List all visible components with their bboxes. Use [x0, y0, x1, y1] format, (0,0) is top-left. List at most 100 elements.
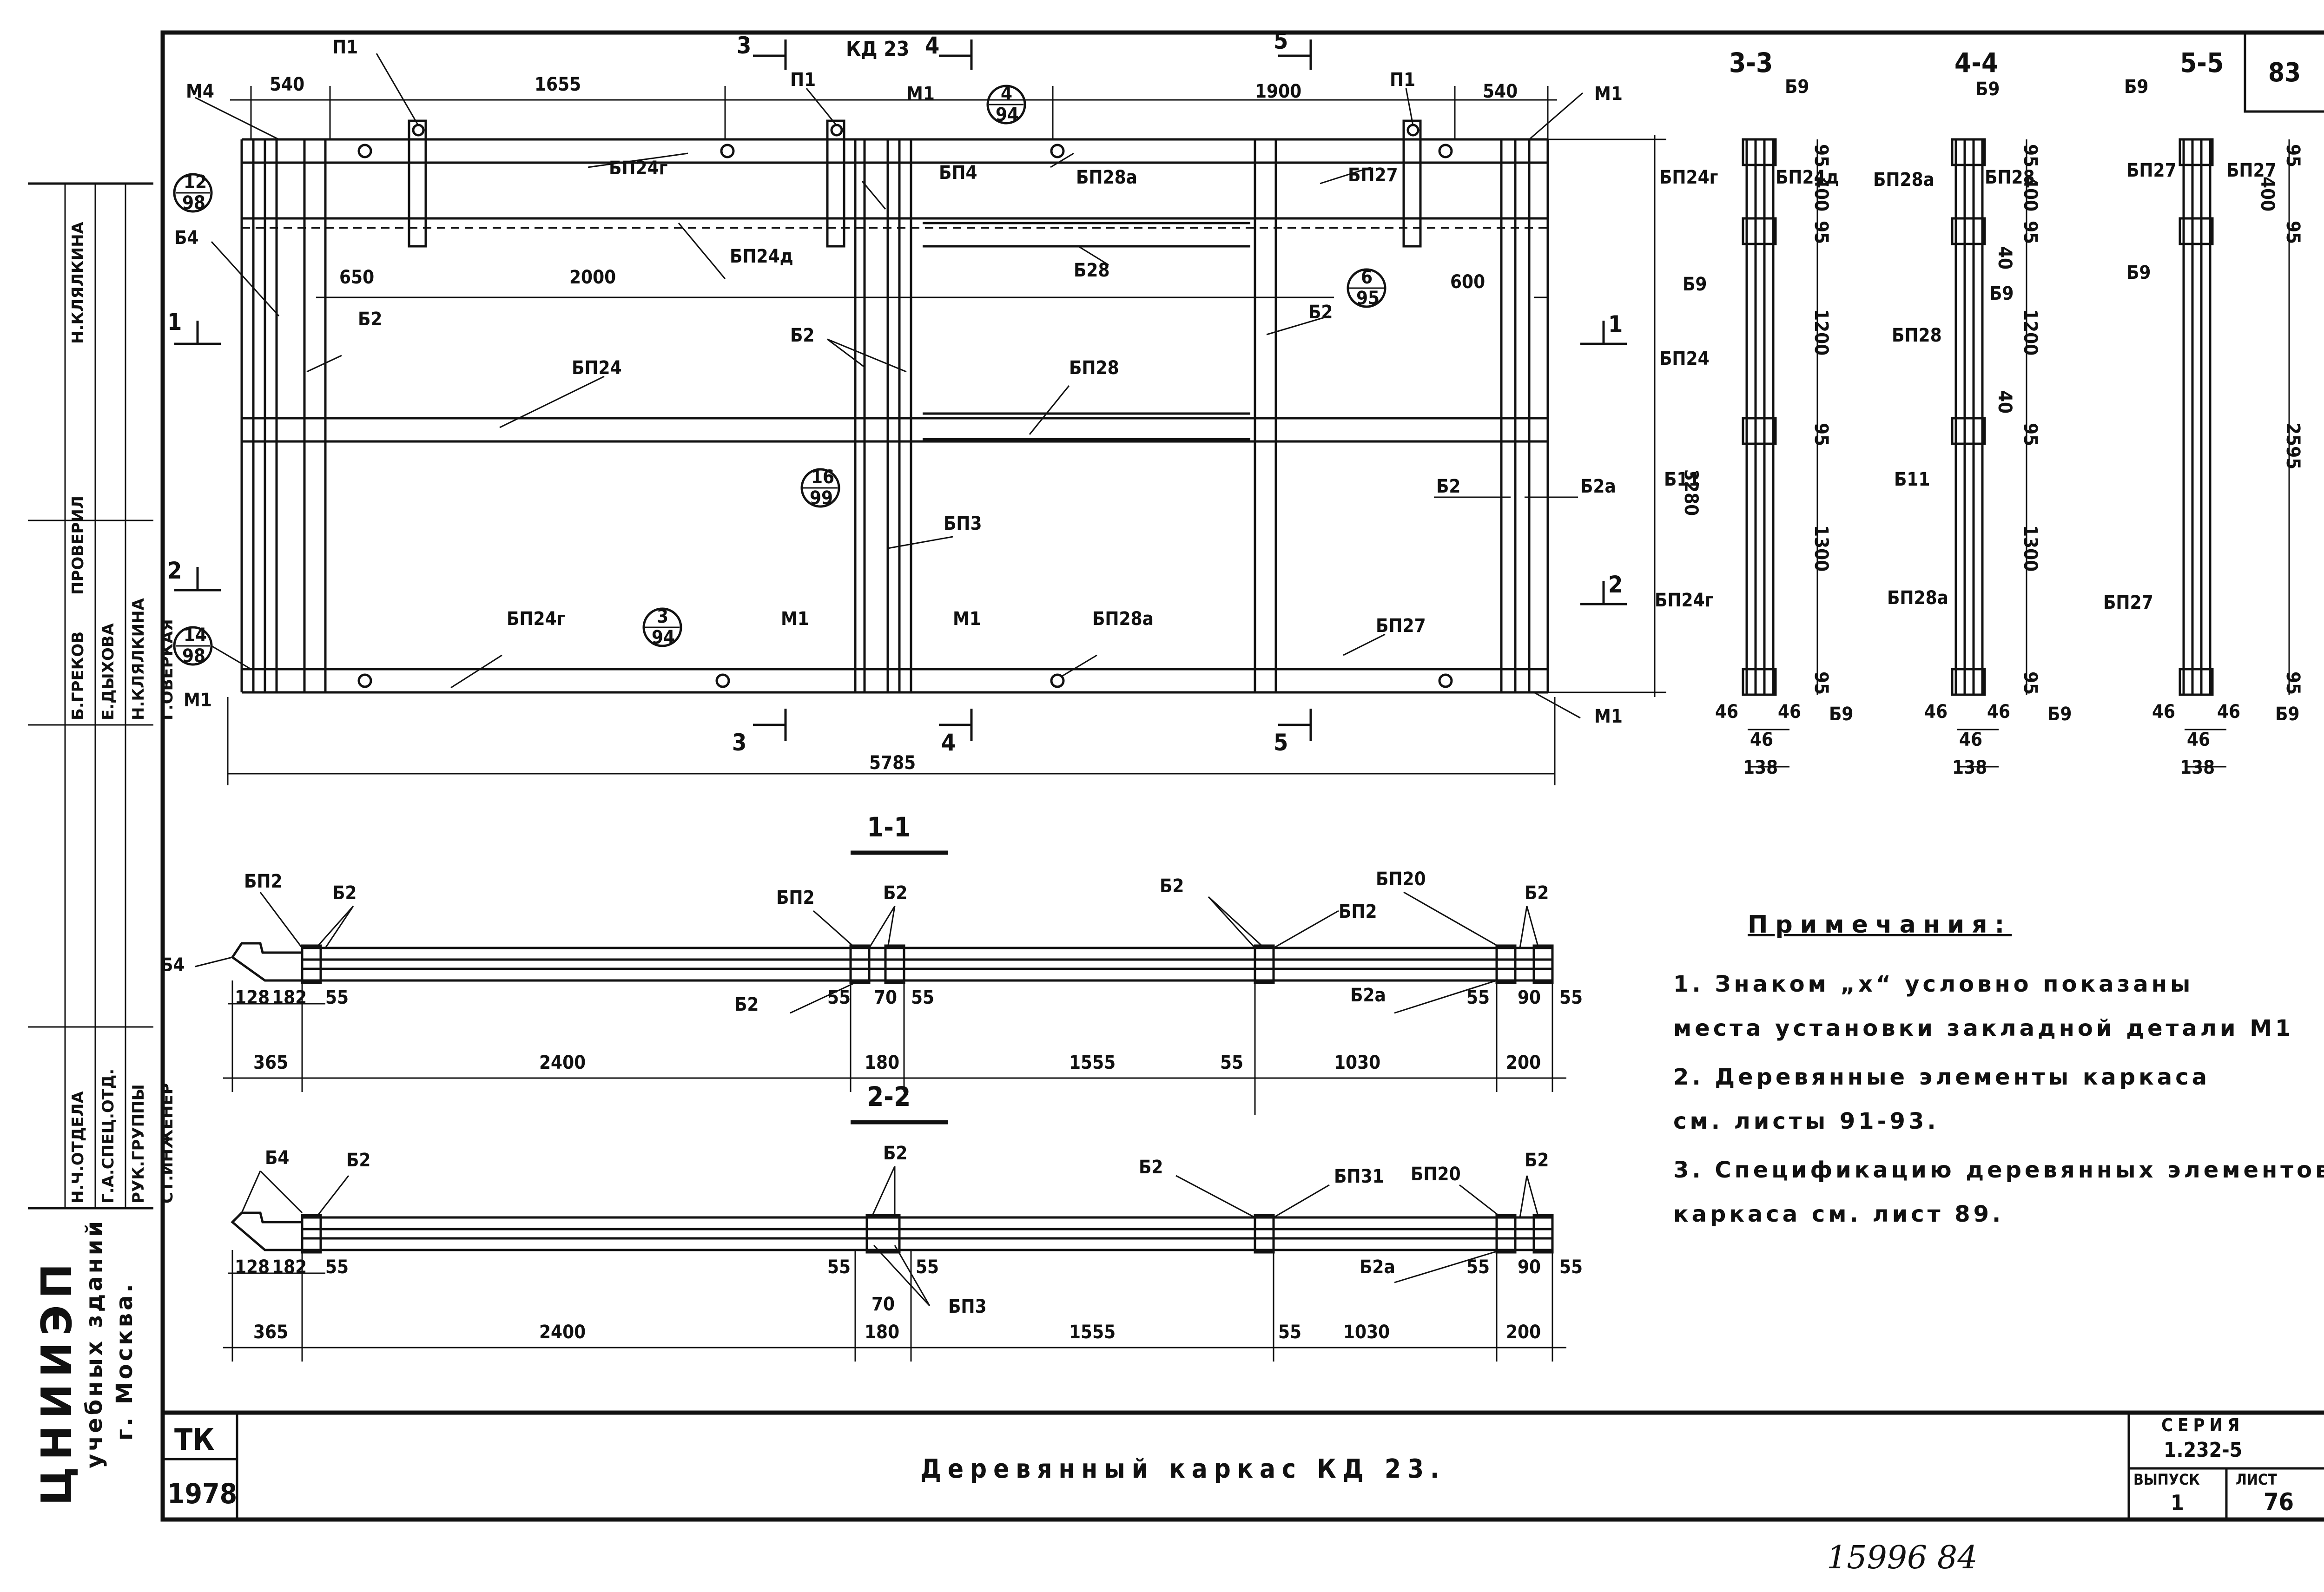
sec11-bp20: БП20: [1376, 868, 1426, 890]
label-p1b: П1: [790, 69, 816, 91]
sec5-b9-bottom: Б9: [2275, 704, 2299, 725]
sec4-bp28a-bottom: БП28а: [1887, 587, 1948, 609]
cut-mark-3-bottom: 3: [732, 729, 746, 756]
org-sub2: г. Москва.: [112, 1281, 138, 1441]
dim-top-1900: 1900: [1255, 81, 1301, 102]
role-4: СТ.ИНЖЕНЕР: [158, 1083, 177, 1204]
sec3-dim-95-d: 95: [1810, 671, 1832, 695]
note-line-6: каркаса см. лист 89.: [1673, 1201, 2004, 1227]
label-bp3: БП3: [944, 513, 982, 534]
stamp-tk: ТК: [174, 1423, 214, 1457]
sec11-b-1030: 1030: [1334, 1052, 1380, 1073]
dim-inner-2000: 2000: [569, 267, 616, 288]
plan-header-mark: КД 23: [846, 37, 909, 61]
sec4-dim-400: 400: [2020, 177, 2041, 211]
sec4-base-46-b: 46: [1987, 701, 2010, 723]
callout-6-top: 6: [1361, 267, 1373, 288]
sec11-b2-d: Б2: [1160, 875, 1184, 897]
label-bp28: БП28: [1069, 357, 1119, 379]
note-line-5: 3. Спецификацию деревянных элементов: [1673, 1157, 2324, 1183]
sec3-bp24: БП24: [1659, 348, 1710, 369]
sec22-b2-b: Б2: [883, 1143, 907, 1164]
label-b4: Б4: [174, 227, 198, 249]
sec22-s-55a: 55: [325, 1256, 349, 1278]
callout-6-bot: 95: [1356, 288, 1380, 309]
sheet-value: 76: [2264, 1488, 2294, 1516]
cut-mark-5-top: 5: [1274, 27, 1288, 54]
sec22-s-55b: 55: [827, 1256, 851, 1278]
series-label: СЕРИЯ: [2161, 1415, 2244, 1435]
cut-mark-2-right: 2: [1608, 571, 1623, 598]
sec4-dim-40-b: 40: [1994, 390, 2015, 414]
label-bp27-bottom: БП27: [1376, 615, 1426, 637]
callout-1-bot: 98: [182, 192, 205, 214]
label-m1-tr: М1: [1594, 83, 1623, 105]
sec3-b9-mid: Б9: [1683, 274, 1707, 295]
cut-mark-4-top: 4: [925, 32, 939, 59]
label-b2-left: Б2: [358, 309, 382, 330]
sec11-bp2-c: БП2: [1339, 901, 1377, 922]
callout-2-top: 14: [184, 625, 207, 646]
label-b2-mid2: Б2: [1308, 302, 1333, 323]
sec5-bp27-bottom: БП27: [2103, 592, 2153, 613]
dim-top-540-b: 540: [1483, 81, 1518, 102]
label-bp27-top: БП27: [1348, 164, 1398, 186]
callout-4-top: 16: [811, 467, 834, 488]
sec22-b-2400: 2400: [539, 1322, 586, 1343]
sec11-s-55c: 55: [911, 987, 934, 1008]
sec5-base-46-b: 46: [2217, 701, 2240, 723]
check-name: Н.КЛЯЛКИНА: [69, 222, 87, 344]
sec11-b-365: 365: [253, 1052, 288, 1073]
callout-3-bot: 94: [996, 104, 1019, 125]
plan-view: [173, 39, 1666, 785]
cut-mark-2-left: 2: [167, 557, 182, 584]
sec11-title: 1-1: [867, 811, 911, 843]
sec22-b-200: 200: [1506, 1322, 1541, 1343]
cut-mark-3-top: 3: [737, 32, 751, 59]
sec22-b4: Б4: [265, 1147, 289, 1169]
name-2: Е.ДЫХОВА: [99, 623, 118, 720]
label-p1a: П1: [332, 37, 358, 58]
sec11-s-128: 128: [235, 987, 270, 1008]
org-name: ЦНИИЭП: [33, 1257, 81, 1506]
sec5-bp27: БП27: [2126, 160, 2177, 181]
sec11-s-182: 182: [272, 987, 307, 1008]
sec3-bp24g-bottom: БП24г: [1655, 590, 1713, 611]
sec22-s-90: 90: [1518, 1256, 1541, 1278]
sec5-dim-95-c: 95: [2282, 671, 2304, 695]
dim-top-1655: 1655: [535, 74, 581, 95]
sec22-s-55e: 55: [1559, 1256, 1583, 1278]
sec22-b-1030: 1030: [1343, 1322, 1390, 1343]
sheet-label: ЛИСТ: [2236, 1471, 2277, 1488]
note-line-1: 1. Знаком „х“ условно показаны: [1673, 971, 2194, 997]
label-bp28a-bottom: БП28а: [1092, 608, 1154, 630]
sec11-b2-e: Б2: [1525, 882, 1549, 904]
sec11-b-1555: 1555: [1069, 1052, 1116, 1073]
sec4-title: 4-4: [1954, 47, 1998, 79]
sec3-bp24g: БП24г: [1659, 167, 1718, 188]
name-4: Г.ОВЕРКАЯ: [158, 619, 177, 720]
sec11-b2-c: Б2: [734, 994, 759, 1015]
sec4-base-46-c: 46: [1959, 729, 1982, 750]
sec4-bp28: БП28: [1985, 167, 2035, 188]
label-m1-tl: М1: [906, 83, 935, 105]
label-bp24: БП24: [572, 357, 622, 379]
sec5-dim-95-b: 95: [2282, 221, 2304, 244]
sec11-s-55d: 55: [1220, 1052, 1243, 1073]
sec3-dim-95-b: 95: [1810, 221, 1832, 244]
sec11-s-70: 70: [874, 987, 897, 1008]
note-line-3: 2. Деревянные элементы каркаса: [1673, 1064, 2210, 1090]
sec22-s-182: 182: [272, 1256, 307, 1278]
sec11-bp2-b: БП2: [776, 887, 815, 908]
label-b2-mid1: Б2: [790, 325, 814, 346]
dim-top-540-a: 540: [270, 74, 304, 95]
cut-mark-1-right: 1: [1608, 311, 1623, 338]
label-p1c: П1: [1390, 69, 1415, 91]
sec4-dim-1300: 1300: [2020, 525, 2041, 572]
sec22-b2a: Б2а: [1360, 1256, 1395, 1278]
label-bp4: БП4: [939, 162, 977, 184]
sec3-b9-bottom: Б9: [1829, 704, 1853, 725]
sec3-dim-1200: 1200: [1810, 309, 1832, 355]
check-label: ПРОВЕРИЛ: [69, 495, 87, 595]
sec11-s-55e: 55: [1466, 987, 1490, 1008]
